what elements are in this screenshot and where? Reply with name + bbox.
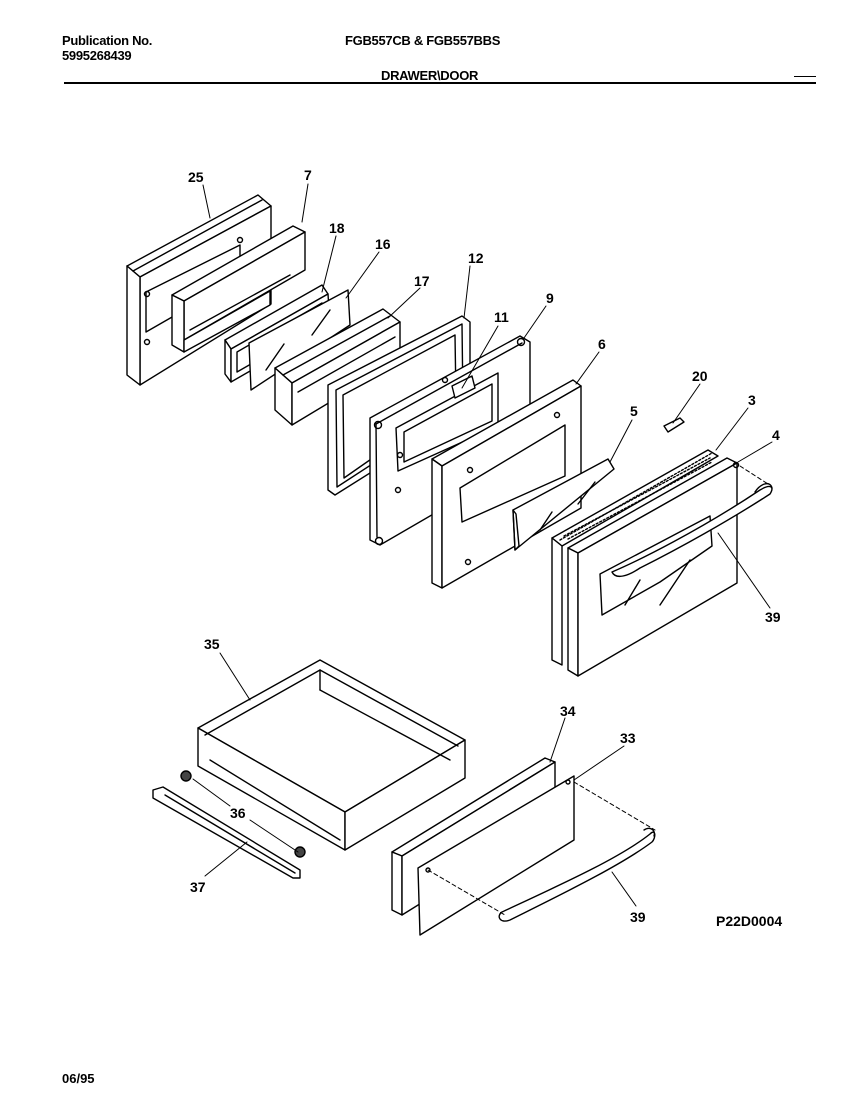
publication-label: Publication No. [62, 33, 153, 48]
model-title: FGB557CB & FGB557BBS [345, 33, 501, 48]
callout-6: 6 [598, 336, 606, 352]
date-code: 06/95 [62, 1071, 95, 1086]
publication-number: 5995268439 [62, 48, 132, 63]
part-35-drawer-body [197, 659, 466, 851]
leader-lines [192, 183, 773, 907]
part-6-door-cover-panel [431, 379, 582, 589]
callout-11: 11 [494, 309, 509, 325]
part-11-bracket [451, 375, 476, 399]
callout-4: 4 [772, 427, 780, 443]
callout-35: 35 [204, 636, 220, 652]
part-3-outer-door-frame [551, 449, 719, 666]
part-17-glass-spacer [274, 308, 401, 426]
part-33-drawer-outer-panel [417, 775, 575, 936]
part-16-inner-glass [248, 289, 351, 391]
part-20-pin [663, 417, 685, 433]
callout-39-door: 39 [765, 609, 781, 625]
part-37-drawer-rail [152, 786, 301, 879]
callout-25: 25 [188, 169, 204, 185]
callout-3: 3 [748, 392, 756, 408]
part-4-outer-door-panel [567, 457, 740, 677]
callout-16: 16 [375, 236, 391, 252]
header-rule-stub [794, 76, 816, 77]
callout-9: 9 [546, 290, 554, 306]
part-39-drawer-handle [498, 827, 656, 922]
part-39-door-handle [611, 482, 773, 578]
callout-18: 18 [329, 220, 345, 236]
callout-33: 33 [620, 730, 636, 746]
diagram-code: P22D0004 [716, 913, 783, 929]
callout-36: 36 [230, 805, 246, 821]
part-5-window-glass [512, 458, 615, 551]
callout-39-drawer: 39 [630, 909, 646, 925]
callout-17: 17 [414, 273, 430, 289]
part-36-drawer-roller [180, 770, 306, 858]
callout-7: 7 [304, 167, 312, 183]
callout-12: 12 [468, 250, 484, 266]
callout-20: 20 [692, 368, 708, 384]
callout-37: 37 [190, 879, 206, 895]
section-title: DRAWER\DOOR [381, 68, 479, 83]
callout-34: 34 [560, 703, 576, 719]
alignment-guides [427, 465, 769, 916]
part-7-door-liner [171, 225, 306, 353]
header-rule [64, 82, 816, 84]
callout-5: 5 [630, 403, 638, 419]
